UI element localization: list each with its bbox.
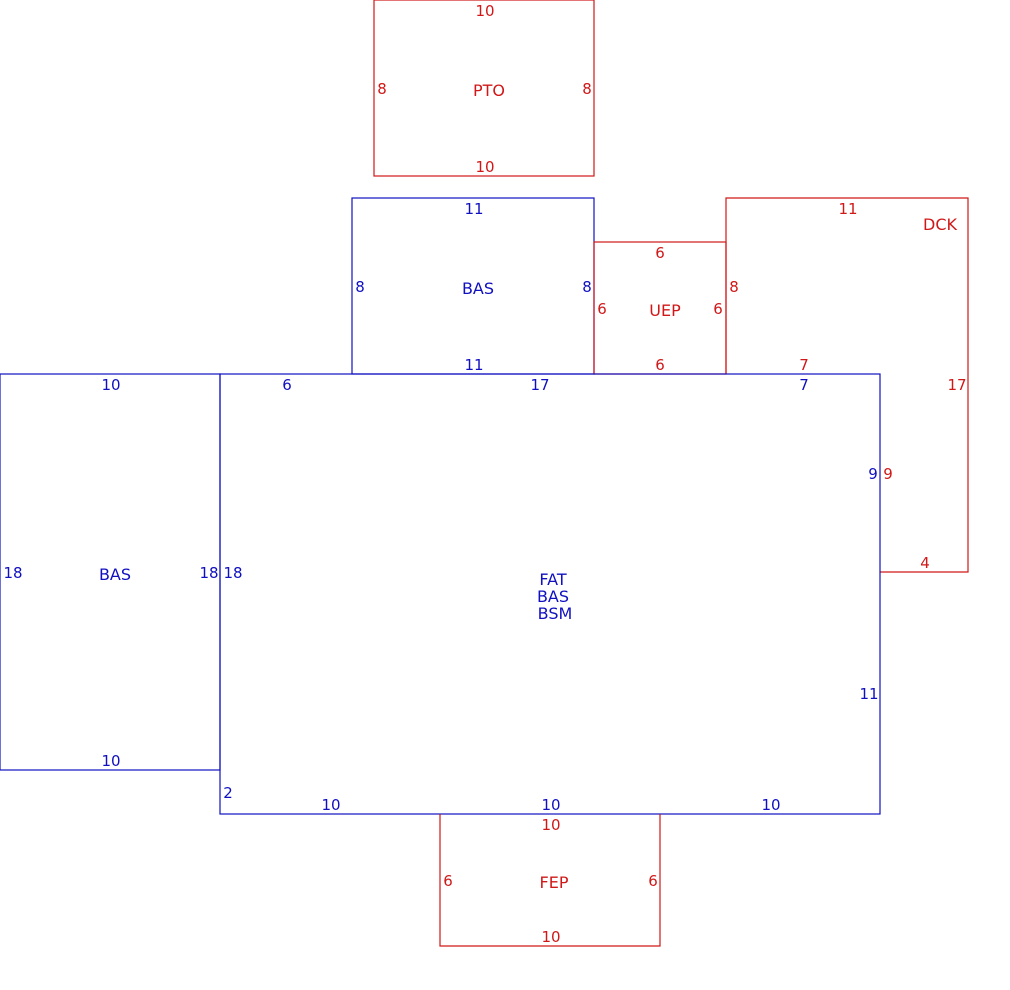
- dck-dim-bottom: 4: [920, 554, 930, 572]
- bas-upper-label: BAS: [462, 279, 494, 298]
- main-dim-left: 18: [223, 564, 242, 582]
- fep-dim-top: 10: [541, 816, 560, 834]
- main-dim-right-upper: 9: [868, 465, 878, 483]
- area-pto: PTO 10 8 8 10: [373, 0, 595, 177]
- main-dim-top-mid: 17: [530, 376, 549, 394]
- uep-dim-bottom: 6: [655, 356, 665, 374]
- area-bas-left: BAS 10 18 18 10: [0, 373, 221, 771]
- main-outline: [219, 373, 881, 815]
- dck-dim-inner-left: 9: [883, 465, 893, 483]
- main-label-bas: BAS: [537, 587, 569, 606]
- main-dim-right-lower: 11: [859, 685, 878, 703]
- pto-label: PTO: [473, 81, 505, 100]
- pto-outline: [373, 0, 595, 177]
- bas-left-dim-top: 10: [101, 376, 120, 394]
- area-main: FAT BAS BSM 6 17 7 9 11 18 2 10 10 10: [219, 373, 881, 815]
- dck-dim-top: 11: [838, 200, 857, 218]
- pto-dim-top: 10: [475, 2, 494, 20]
- fep-dim-bottom: 10: [541, 928, 560, 946]
- bas-upper-dim-right: 8: [582, 278, 592, 296]
- main-dim-top-left: 6: [282, 376, 292, 394]
- uep-dim-top: 6: [655, 244, 665, 262]
- fep-label: FEP: [540, 873, 569, 892]
- bas-left-dim-left: 18: [3, 564, 22, 582]
- uep-dim-right: 6: [713, 300, 723, 318]
- main-label-bsm: BSM: [538, 604, 573, 623]
- pto-dim-bottom: 10: [475, 158, 494, 176]
- fep-dim-right: 6: [648, 872, 658, 890]
- dck-outline: [725, 197, 969, 573]
- main-dim-top-right: 7: [799, 376, 809, 394]
- bas-left-dim-bottom: 10: [101, 752, 120, 770]
- dck-dim-right: 17: [947, 376, 966, 394]
- pto-dim-left: 8: [377, 80, 387, 98]
- bas-left-label: BAS: [99, 565, 131, 584]
- dck-dim-left: 8: [729, 278, 739, 296]
- area-bas-upper: BAS 11 8 8 11: [351, 197, 595, 375]
- bas-left-dim-right: 18: [199, 564, 218, 582]
- uep-label: UEP: [649, 301, 681, 320]
- bas-upper-dim-top: 11: [464, 200, 483, 218]
- area-dck: DCK 11 8 7 17 9 4: [725, 197, 969, 573]
- main-dim-bottom-mid: 10: [541, 796, 560, 814]
- area-fep: FEP 10 6 6 10: [439, 814, 661, 947]
- fep-dim-left: 6: [443, 872, 453, 890]
- area-uep: UEP 6 6 6 6: [593, 241, 727, 375]
- main-label-fat: FAT: [539, 570, 566, 589]
- bas-upper-dim-bottom: 11: [464, 356, 483, 374]
- dck-dim-inner-bottom: 7: [799, 356, 809, 374]
- main-dim-bottom-right: 10: [761, 796, 780, 814]
- main-dim-left-step: 2: [223, 784, 233, 802]
- pto-dim-right: 8: [582, 80, 592, 98]
- uep-dim-left: 6: [597, 300, 607, 318]
- main-dim-bottom-left: 10: [321, 796, 340, 814]
- fep-outline: [439, 814, 661, 947]
- bas-upper-dim-left: 8: [355, 278, 365, 296]
- dck-label: DCK: [923, 215, 957, 234]
